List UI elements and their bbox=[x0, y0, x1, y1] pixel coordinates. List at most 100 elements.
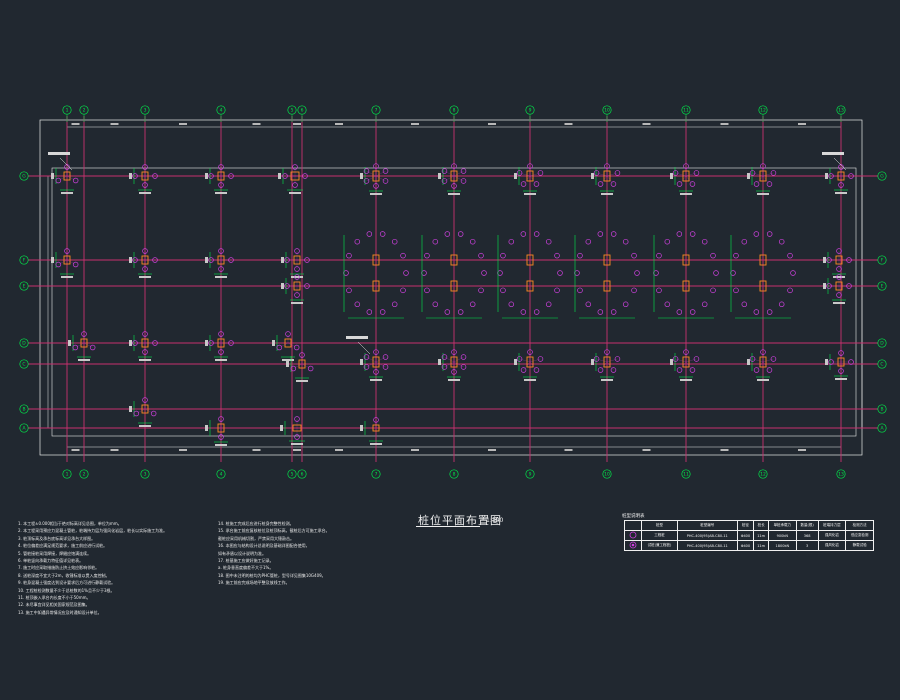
pile bbox=[346, 287, 352, 294]
grid-bubble-label: 4 bbox=[220, 108, 223, 114]
legend-cell: 检测方法 bbox=[845, 520, 874, 531]
pile bbox=[689, 309, 696, 315]
pile-leader bbox=[685, 172, 697, 177]
cap-dimension-text bbox=[514, 359, 517, 365]
pile bbox=[689, 181, 696, 187]
cap-dimension-text bbox=[282, 359, 294, 361]
pile-leader bbox=[519, 358, 531, 363]
pile-leader bbox=[685, 175, 693, 185]
pile bbox=[672, 170, 679, 176]
legend-cell: 11m bbox=[753, 540, 769, 551]
pile bbox=[733, 252, 739, 259]
cap-dimension-text bbox=[272, 340, 275, 346]
pile bbox=[400, 287, 406, 294]
grid-bubble bbox=[19, 404, 29, 414]
pile bbox=[593, 170, 600, 176]
grid-bubble bbox=[79, 469, 89, 479]
pile bbox=[533, 309, 540, 315]
pile-leader bbox=[75, 342, 85, 348]
pile bbox=[520, 231, 527, 237]
pile-leader bbox=[66, 175, 76, 181]
grid-bubble bbox=[297, 469, 307, 479]
dimension-text bbox=[488, 123, 496, 125]
cap-dimension-text bbox=[139, 425, 151, 427]
grid-bubble bbox=[525, 469, 535, 479]
pile bbox=[614, 356, 621, 362]
pile bbox=[150, 410, 157, 417]
grid-bubble-label: 13 bbox=[838, 108, 844, 114]
pile bbox=[478, 252, 484, 259]
note-line: 7. 施工时应采取措施防止挤土效应影响邻桩。 bbox=[18, 565, 100, 571]
note-line: 17. 桩基施工应做好施工记录。 bbox=[218, 557, 274, 563]
pile-leader bbox=[606, 172, 618, 177]
pile bbox=[460, 354, 467, 360]
pile bbox=[664, 301, 671, 308]
cap-dimension-text bbox=[833, 302, 845, 304]
pile-leader bbox=[366, 175, 377, 182]
pile bbox=[424, 287, 430, 294]
pile bbox=[363, 364, 370, 370]
grid-bubble bbox=[19, 359, 29, 369]
pile bbox=[307, 365, 314, 372]
grid-bubble bbox=[140, 469, 150, 479]
pile-leader bbox=[685, 361, 693, 371]
legend-cell: Φ400 bbox=[736, 540, 755, 551]
cap-dimension-text bbox=[205, 173, 208, 179]
grid-bubble-label: 9 bbox=[529, 108, 532, 114]
pile bbox=[577, 252, 583, 259]
cap-dimension-text bbox=[370, 443, 382, 445]
legend-cell: 桩端持力层 bbox=[817, 520, 847, 531]
note-line: 6. 单桩竖向承载力特征值详见桩表。 bbox=[18, 557, 84, 563]
legend-cell: 368 bbox=[795, 530, 819, 541]
pile-leader bbox=[529, 175, 537, 185]
pile bbox=[554, 287, 560, 294]
pile bbox=[610, 181, 617, 187]
pile bbox=[554, 252, 560, 259]
pile bbox=[733, 287, 739, 294]
pile bbox=[379, 309, 386, 315]
pile bbox=[366, 231, 373, 237]
pile-leader bbox=[444, 356, 455, 363]
pile-leader bbox=[66, 259, 76, 265]
dimension-text bbox=[335, 449, 343, 451]
dimension-text bbox=[71, 449, 80, 451]
legend-cell: 强风化岩 bbox=[817, 530, 847, 541]
pile-leader bbox=[600, 361, 608, 371]
grid-bubble-label: 12 bbox=[760, 108, 766, 114]
legend-cell: 试桩(兼工程桩) bbox=[640, 540, 679, 551]
cap-dimension-text bbox=[289, 192, 301, 194]
grid-bubble bbox=[371, 469, 381, 479]
pile-leader bbox=[762, 358, 774, 363]
pile bbox=[770, 170, 777, 176]
grid-bubble bbox=[19, 338, 29, 348]
grid-bubble bbox=[19, 281, 29, 291]
grid-bubble-label: F bbox=[23, 258, 26, 264]
legend-cell: 11m bbox=[753, 530, 769, 541]
pile-symbol-icon bbox=[629, 531, 637, 539]
pile bbox=[293, 344, 300, 351]
note-line: 4. 桩位偏差应满足规范要求，施工前应进行试桩。 bbox=[18, 543, 108, 549]
cap-dimension-text bbox=[670, 173, 673, 179]
cap-dimension-text bbox=[129, 173, 132, 179]
grid-bubble-label: 11 bbox=[683, 472, 689, 478]
pile bbox=[366, 309, 373, 315]
pile-leader bbox=[58, 259, 68, 265]
pile bbox=[753, 181, 760, 187]
legend-symbol-cell bbox=[624, 540, 642, 551]
dimension-text bbox=[71, 123, 80, 125]
cap-dimension-text bbox=[680, 193, 692, 195]
grid-bubble-label: 10 bbox=[604, 108, 610, 114]
pile-leader bbox=[144, 408, 154, 414]
note-line: 12. 未尽事宜详见相关国家规范及图集。 bbox=[18, 602, 90, 608]
pile-cap bbox=[526, 254, 534, 266]
pile bbox=[469, 301, 476, 308]
pile bbox=[689, 231, 696, 237]
cap-dimension-text bbox=[291, 443, 303, 445]
dimension-text bbox=[564, 123, 573, 125]
pile-leader bbox=[529, 361, 537, 371]
grid-bubble bbox=[877, 255, 887, 265]
pile bbox=[441, 168, 448, 174]
cap-dimension-text bbox=[823, 257, 826, 263]
legend-symbol-cell bbox=[624, 530, 642, 541]
